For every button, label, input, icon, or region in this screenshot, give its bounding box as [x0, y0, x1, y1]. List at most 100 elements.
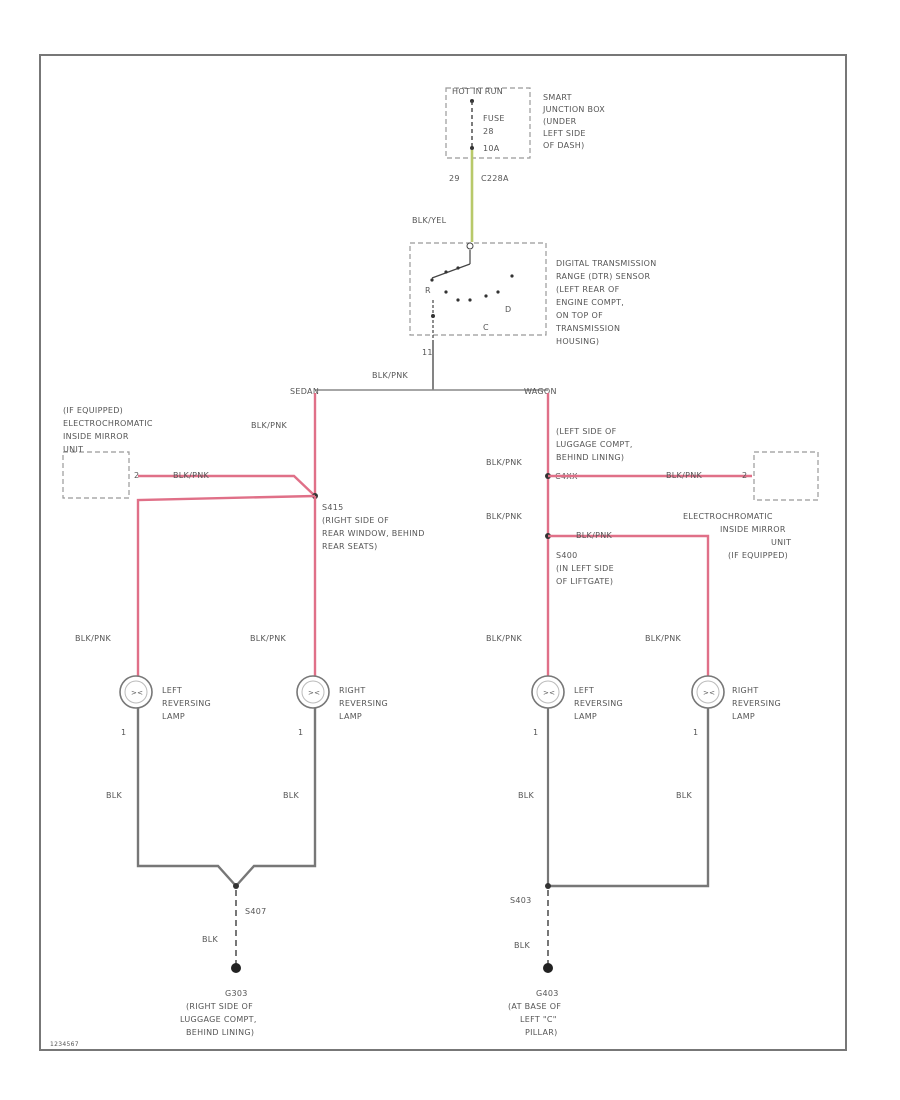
- svg-text:UNIT: UNIT: [771, 538, 791, 547]
- wagon-right-ground-wire: [548, 708, 710, 888]
- ground-left-labels: G303 (RIGHT SIDE OF LUGGAGE COMPT, BEHIN…: [180, 989, 257, 1037]
- svg-text:LUGGAGE COMPT,: LUGGAGE COMPT,: [180, 1015, 257, 1024]
- mirror-right-labels: ELECTROCHROMATIC INSIDE MIRROR UNIT (IF …: [683, 512, 791, 560]
- sedan-right-lamp-labels: RIGHT REVERSING LAMP: [339, 686, 388, 721]
- svg-text:REVERSING: REVERSING: [732, 699, 781, 708]
- svg-text:LAMP: LAMP: [574, 712, 597, 721]
- wagon-right-lamp-pin: 1: [693, 728, 698, 737]
- svg-text:INSIDE MIRROR: INSIDE MIRROR: [63, 432, 129, 441]
- fuse-panel-labels: HOT IN RUN FUSE 28 10A: [452, 87, 504, 153]
- svg-text:RIGHT: RIGHT: [732, 686, 759, 695]
- tr-pin-c: C: [483, 323, 489, 332]
- svg-text:(LEFT REAR OF: (LEFT REAR OF: [556, 285, 620, 294]
- svg-text:RANGE (DTR) SENSOR: RANGE (DTR) SENSOR: [556, 272, 650, 281]
- wagon-feed-label: BLK/PNK: [486, 458, 522, 467]
- wire-circuit-code: C228A: [481, 174, 509, 183]
- svg-text:LEFT: LEFT: [574, 686, 594, 695]
- sedan-left-reversing-lamp: ><: [119, 675, 153, 709]
- svg-text:REVERSING: REVERSING: [339, 699, 388, 708]
- fuse-hot-label: HOT IN RUN: [452, 87, 503, 96]
- ground-right-labels: G403 (AT BASE OF LEFT "C" PILLAR): [508, 989, 561, 1037]
- mirror-right-box: [753, 451, 819, 501]
- sedan-right-lamp-wire-label: BLK/PNK: [250, 634, 286, 643]
- mirror-right-pin: 2: [742, 471, 747, 480]
- svg-text:SMART: SMART: [543, 93, 572, 102]
- svg-text:S400: S400: [556, 551, 578, 560]
- svg-text:LAMP: LAMP: [339, 712, 362, 721]
- svg-text:><: ><: [131, 689, 143, 697]
- svg-text:HOUSING): HOUSING): [556, 337, 599, 346]
- svg-text:OF DASH): OF DASH): [543, 141, 585, 150]
- wagon-right-feed-label: BLK/PNK: [576, 531, 612, 540]
- splice-s407: [233, 883, 239, 889]
- sedan-left-lamp-pin: 1: [121, 728, 126, 737]
- variant-left-label: SEDAN: [290, 387, 319, 396]
- wagon-left-lamp-labels: LEFT REVERSING LAMP: [574, 686, 623, 721]
- svg-text:REAR WINDOW, BEHIND: REAR WINDOW, BEHIND: [322, 529, 425, 538]
- svg-text:ENGINE COMPT,: ENGINE COMPT,: [556, 298, 624, 307]
- splice-s407-label: S407: [245, 907, 267, 916]
- svg-text:ON TOP OF: ON TOP OF: [556, 311, 603, 320]
- mirror-left-box: [62, 451, 130, 499]
- wagon-right-lamp-feed: [548, 534, 710, 676]
- tr-pin-11: 11: [422, 348, 433, 357]
- junction-box-labels: SMART JUNCTION BOX (UNDER LEFT SIDE OF D…: [542, 93, 605, 150]
- tr-pin-r: R: [425, 286, 431, 295]
- svg-text:DIGITAL TRANSMISSION: DIGITAL TRANSMISSION: [556, 259, 657, 268]
- fuse-panel-box: [445, 87, 531, 159]
- svg-text:(UNDER: (UNDER: [543, 117, 577, 126]
- sedan-ground-lead-label: BLK: [202, 935, 219, 944]
- svg-text:(RIGHT SIDE OF: (RIGHT SIDE OF: [322, 516, 389, 525]
- svg-text:LAMP: LAMP: [732, 712, 755, 721]
- splice-s403-label: S403: [510, 896, 532, 905]
- svg-text:BEHIND LINING): BEHIND LINING): [186, 1028, 254, 1037]
- wire-circuit-number: 29: [449, 174, 460, 183]
- splice-right-mid-labels: S400 (IN LEFT SIDE OF LIFTGATE): [556, 551, 614, 586]
- svg-text:><: ><: [543, 689, 555, 697]
- svg-text:RIGHT: RIGHT: [339, 686, 366, 695]
- svg-text:JUNCTION BOX: JUNCTION BOX: [542, 105, 605, 114]
- svg-text:(AT BASE OF: (AT BASE OF: [508, 1002, 561, 1011]
- wagon-left-lamp-pin: 1: [533, 728, 538, 737]
- svg-text:INSIDE MIRROR: INSIDE MIRROR: [720, 525, 786, 534]
- svg-text:S415: S415: [322, 503, 344, 512]
- wire-color-label: BLK/YEL: [412, 216, 447, 225]
- svg-text:BEHIND LINING): BEHIND LINING): [556, 453, 624, 462]
- wagon-left-reversing-lamp: ><: [531, 675, 565, 709]
- ground-g403-symbol: [543, 963, 553, 973]
- wagon-right-ground-label: BLK: [676, 791, 693, 800]
- fuse-symbol: [470, 99, 474, 150]
- figure-id: 1234567: [50, 1041, 79, 1048]
- sedan-left-lamp-feed: [136, 494, 316, 676]
- mirror-left-wire-label: BLK/PNK: [173, 471, 209, 480]
- svg-text:(LEFT SIDE OF: (LEFT SIDE OF: [556, 427, 617, 436]
- svg-text:(IN LEFT SIDE: (IN LEFT SIDE: [556, 564, 614, 573]
- splice-right-top-labels: (LEFT SIDE OF LUGGAGE COMPT, BEHIND LINI…: [556, 427, 633, 462]
- diagram-frame: [39, 54, 847, 1051]
- svg-text:PILLAR): PILLAR): [525, 1028, 558, 1037]
- svg-text:(IF EQUIPPED): (IF EQUIPPED): [63, 406, 123, 415]
- svg-text:TRANSMISSION: TRANSMISSION: [555, 324, 620, 333]
- wagon-right-lamp-labels: RIGHT REVERSING LAMP: [732, 686, 781, 721]
- mirror-left-labels: (IF EQUIPPED) ELECTROCHROMATIC INSIDE MI…: [63, 406, 153, 454]
- sedan-feed-label: BLK/PNK: [251, 421, 287, 430]
- svg-text:LEFT "C": LEFT "C": [520, 1015, 557, 1024]
- wire-split-label: BLK/PNK: [372, 371, 408, 380]
- svg-text:(IF EQUIPPED): (IF EQUIPPED): [728, 551, 788, 560]
- svg-text:LEFT: LEFT: [162, 686, 182, 695]
- svg-text:LUGGAGE COMPT,: LUGGAGE COMPT,: [556, 440, 633, 449]
- sedan-right-ground-label: BLK: [283, 791, 300, 800]
- variant-right-label: WAGON: [524, 387, 557, 396]
- splice-left-labels: S415 (RIGHT SIDE OF REAR WINDOW, BEHIND …: [322, 503, 425, 551]
- ground-g303-symbol: [231, 963, 241, 973]
- sedan-left-lamp-labels: LEFT REVERSING LAMP: [162, 686, 211, 721]
- splice-s403: [545, 883, 551, 889]
- tr-sensor-box: [409, 242, 547, 336]
- svg-text:G403: G403: [536, 989, 559, 998]
- svg-text:REVERSING: REVERSING: [162, 699, 211, 708]
- svg-text:><: ><: [308, 689, 320, 697]
- wagon-ground-lead-label: BLK: [514, 941, 531, 950]
- svg-text:G303: G303: [225, 989, 248, 998]
- wagon-right-reversing-lamp: ><: [691, 675, 725, 709]
